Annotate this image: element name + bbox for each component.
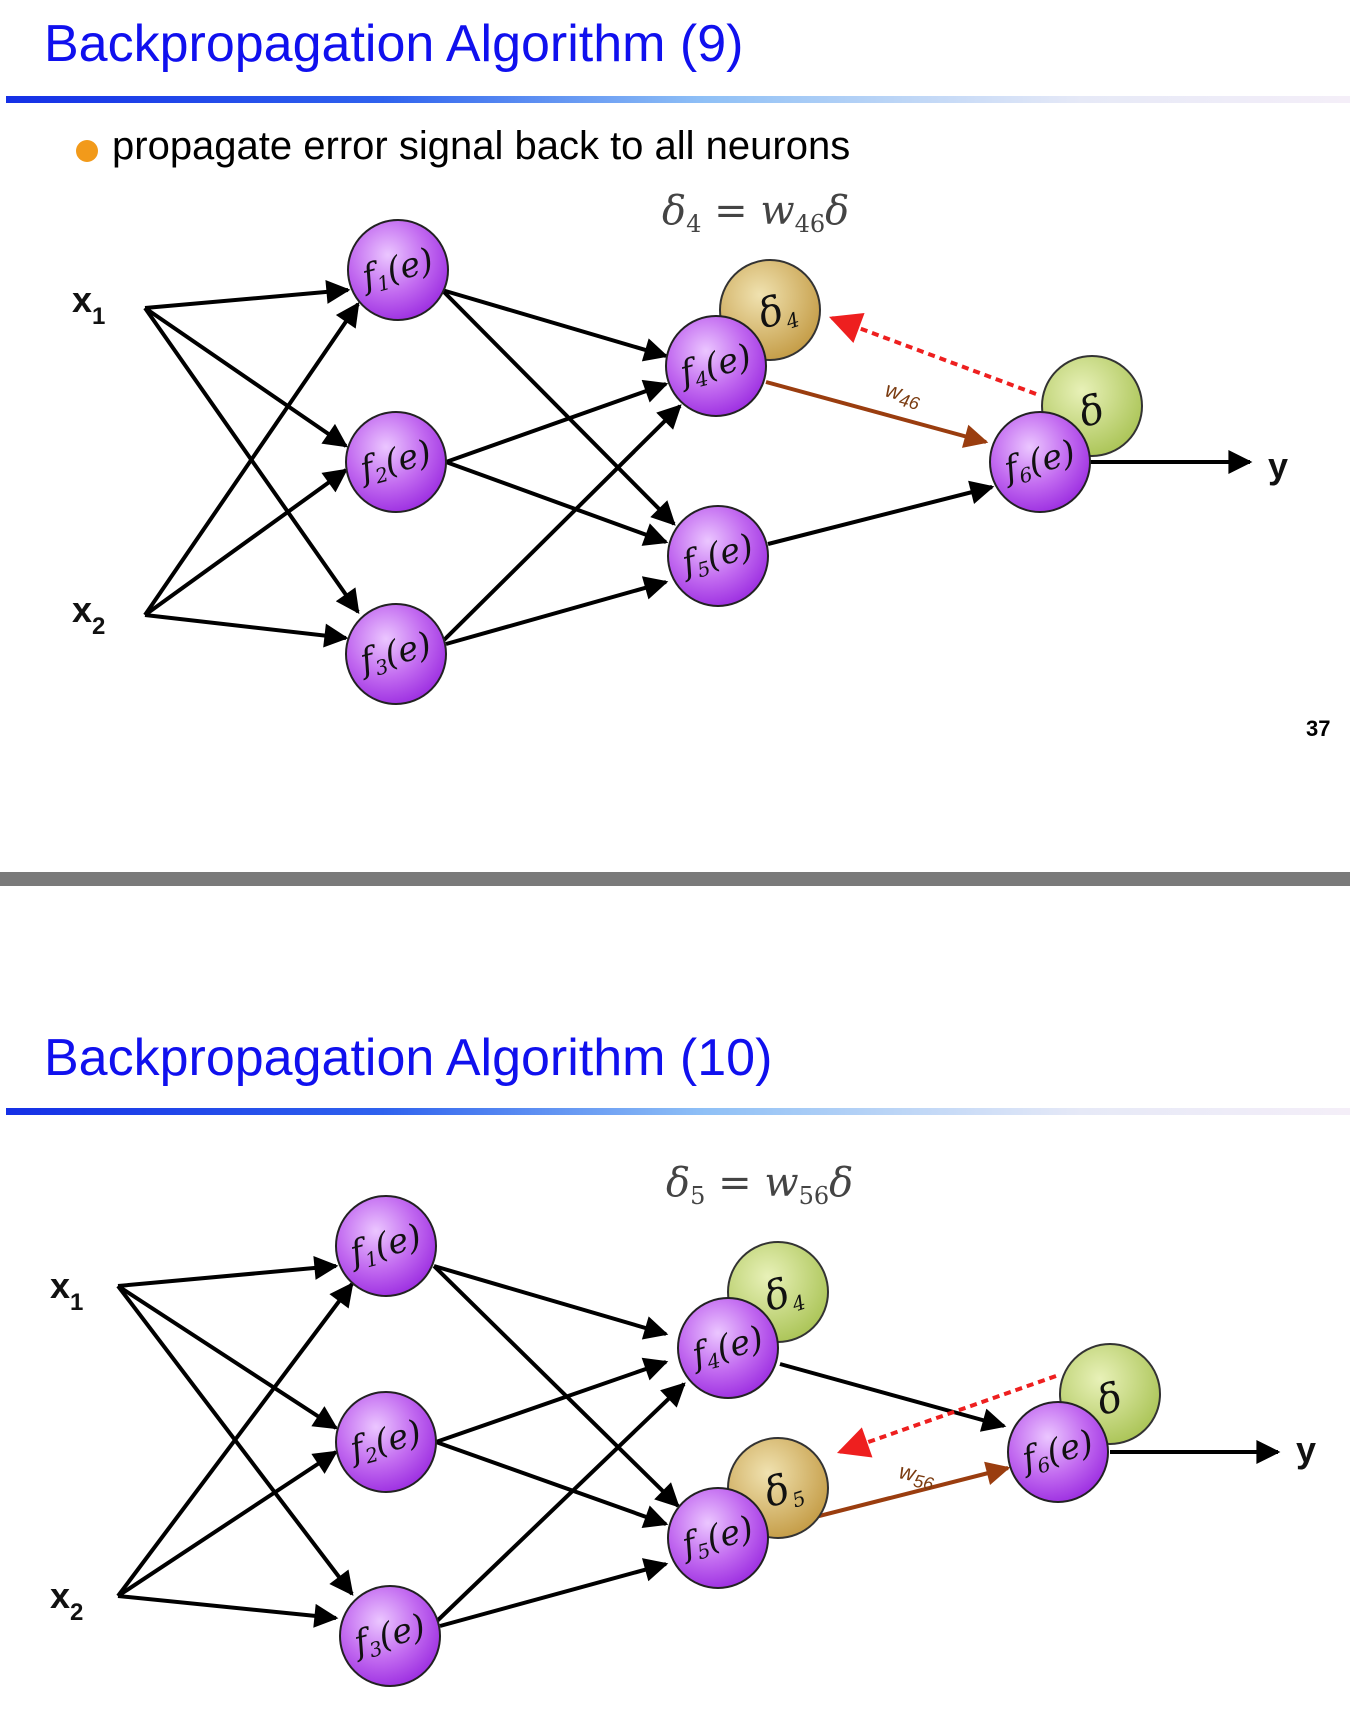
title-underline xyxy=(6,1108,1350,1115)
edge-x2-f2 xyxy=(143,468,348,617)
bullet-point-icon xyxy=(76,140,98,162)
input-x2-label: x2 xyxy=(50,1575,83,1626)
neuron-f6: f6(e) xyxy=(989,411,1091,513)
error-signal-arrow xyxy=(836,1374,1057,1458)
slide-9: Backpropagation Algorithm (9) propagate … xyxy=(6,15,1350,741)
slide-separator xyxy=(0,872,1350,886)
neuron-f4: f4(e) xyxy=(665,315,767,417)
neuron-f5: f5(e) xyxy=(667,1487,769,1589)
edge-x1-f2 xyxy=(116,1284,339,1430)
edge-f1-f5 xyxy=(440,288,676,526)
neuron-f2: f2(e) xyxy=(345,411,447,513)
edge-f3-f5 xyxy=(439,1558,669,1628)
output-y-label: y xyxy=(1296,1429,1316,1470)
edge-f3-f4 xyxy=(434,1382,686,1624)
edge-x2-f1 xyxy=(116,1282,354,1598)
edge-x1-f1 xyxy=(117,1256,339,1288)
edge-x1-f2 xyxy=(143,306,348,448)
neuron-f1: f1(e) xyxy=(335,1195,437,1297)
edge-x2-f3 xyxy=(117,1594,339,1628)
neuron-f3: f3(e) xyxy=(345,603,447,705)
edge-x2-f1 xyxy=(143,302,360,617)
delta-formula: δ4 = w46δ xyxy=(662,188,849,238)
page-number: 37 xyxy=(1306,716,1331,741)
weight-w46-label: w46 xyxy=(882,377,925,415)
network-diagram: δ5 = w56δ x1 x2 y w56 xyxy=(50,1160,1316,1687)
bullet-text: propagate error signal back to all neuro… xyxy=(112,124,851,168)
output-y-label: y xyxy=(1268,445,1288,486)
slide-title: Backpropagation Algorithm (10) xyxy=(44,1029,773,1087)
edge-x2-f2 xyxy=(116,1450,339,1598)
edge-f4-f6-weight xyxy=(765,380,989,448)
edge-f3-f5 xyxy=(445,576,669,646)
edge-f1-f4 xyxy=(433,1264,669,1340)
input-x2-label: x2 xyxy=(72,589,105,640)
delta-formula: δ5 = w56δ xyxy=(666,1160,853,1210)
title-underline xyxy=(6,96,1350,103)
weight-w56-label: w56 xyxy=(896,1458,938,1494)
edge-f1-f5 xyxy=(432,1264,680,1508)
edge-x2-f3 xyxy=(144,613,349,648)
edge-f2-f5 xyxy=(435,1440,669,1529)
edge-f1-f4 xyxy=(441,288,669,362)
edge-f4-f6 xyxy=(779,1362,1007,1432)
neuron-f6: f6(e) xyxy=(1007,1401,1109,1503)
input-x1-label: x1 xyxy=(50,1265,83,1316)
slide-title: Backpropagation Algorithm (9) xyxy=(44,15,744,73)
neuron-f3: f3(e) xyxy=(339,1585,441,1687)
neuron-f1: f1(e) xyxy=(347,219,449,321)
slide-10: Backpropagation Algorithm (10) xyxy=(0,886,1350,1728)
edge-f2-f5 xyxy=(445,460,669,546)
edge-f2-f4 xyxy=(445,379,669,464)
error-signal-arrow xyxy=(829,313,1037,396)
edge-x1-f1 xyxy=(144,279,351,310)
network-diagram: δ4 = w46δ x1 x2 y w46 xyxy=(72,188,1288,705)
edge-f2-f4 xyxy=(435,1357,669,1444)
input-x1-label: x1 xyxy=(72,279,105,330)
edge-f5-f6 xyxy=(767,480,995,546)
neuron-f2: f2(e) xyxy=(335,1391,437,1493)
neuron-f5: f5(e) xyxy=(667,505,769,607)
neuron-f4: f4(e) xyxy=(677,1297,779,1399)
edge-f3-f4 xyxy=(442,404,682,642)
